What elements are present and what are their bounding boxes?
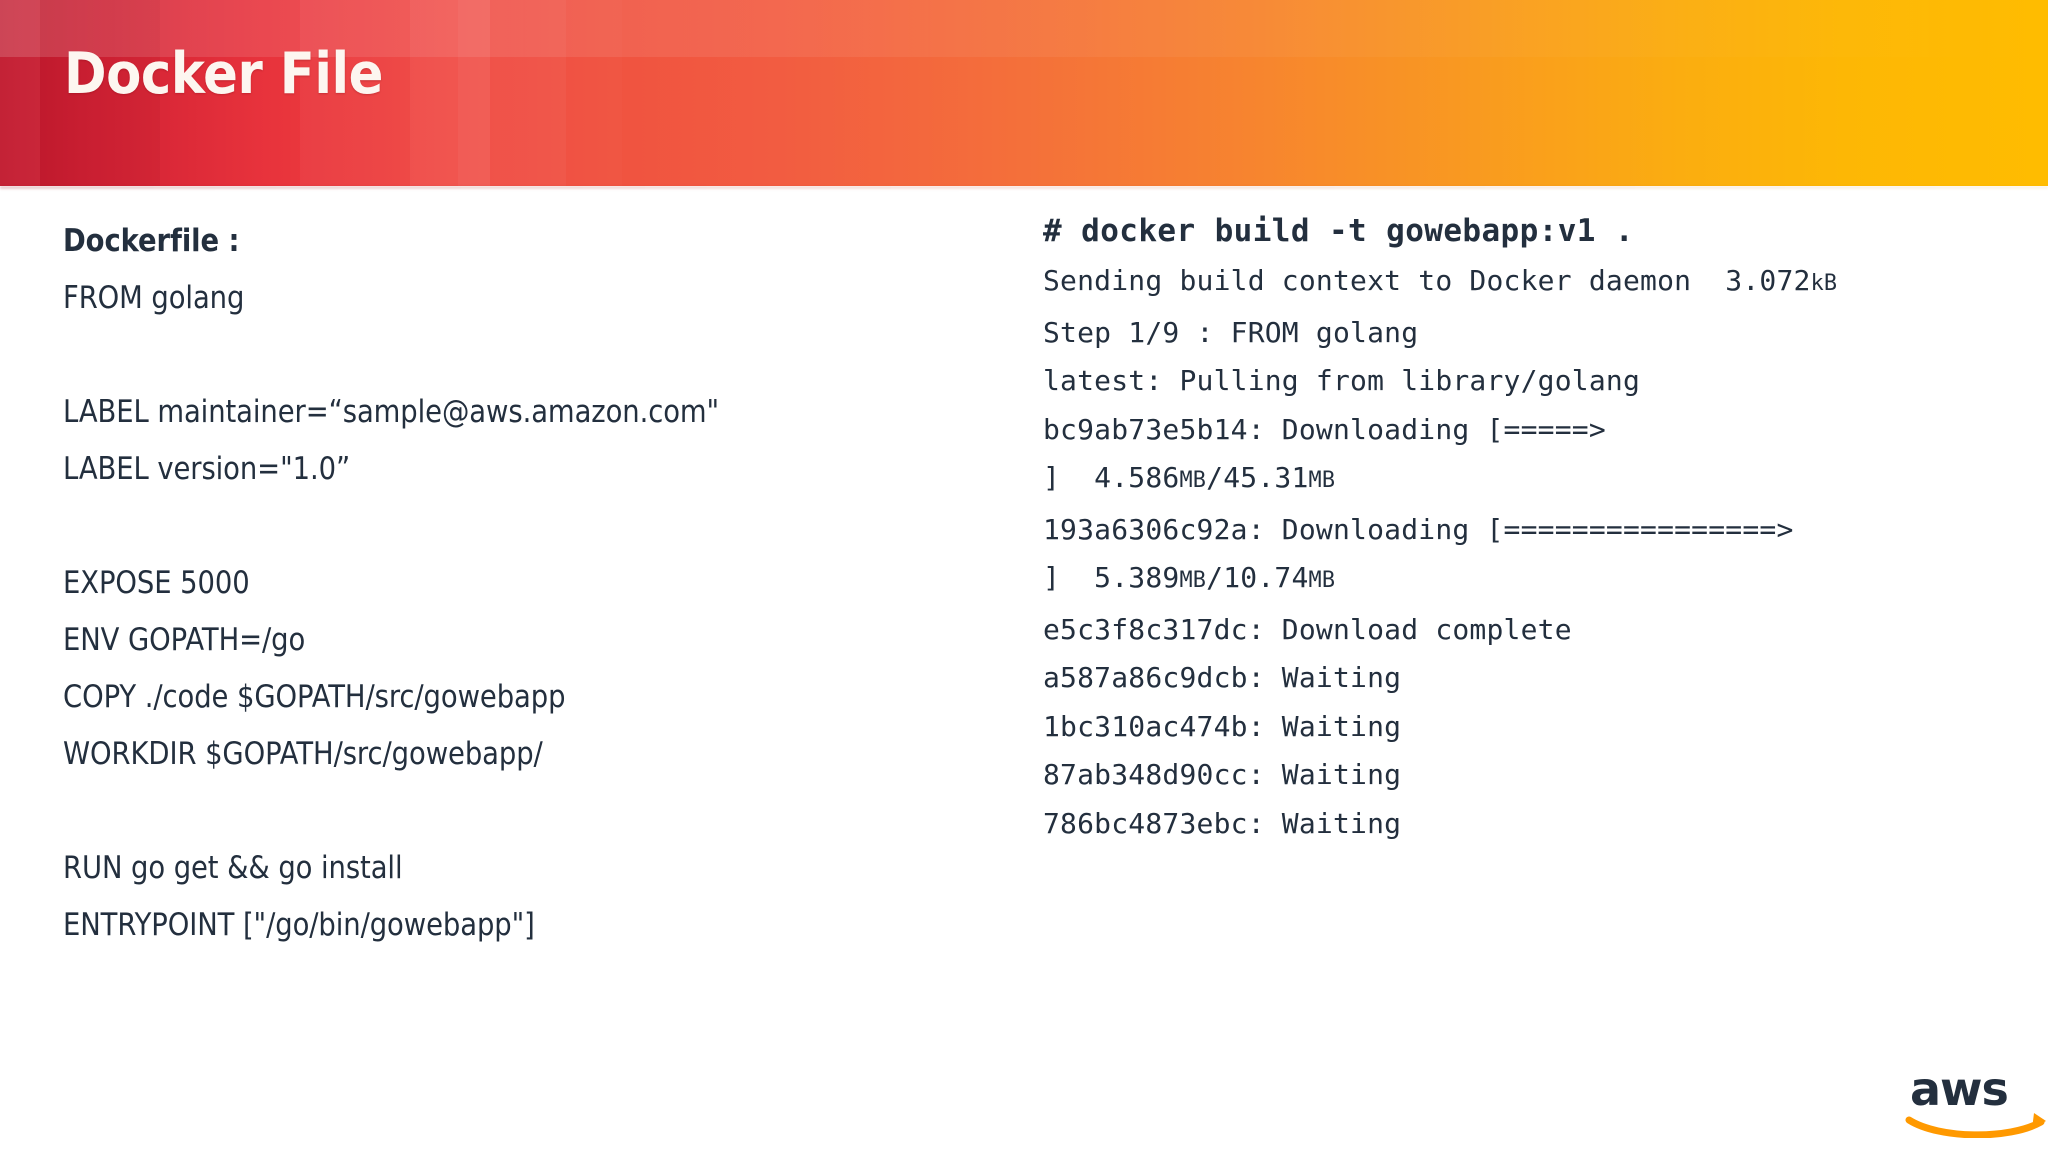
- banner-dropshadow: [0, 186, 2048, 189]
- terminal-line-text: ] 4.586: [1043, 461, 1180, 494]
- aws-wordmark-glyphs: aws: [1910, 1062, 2009, 1116]
- aws-logo: aws: [1904, 1060, 2048, 1138]
- dockerfile-listing: Dockerfile : FROM golang LABEL maintaine…: [63, 213, 783, 954]
- terminal-line: e5c3f8c317dc: Download complete: [1043, 606, 2048, 655]
- dockerfile-line: EXPOSE 5000: [63, 565, 250, 601]
- banner-band: [410, 0, 458, 186]
- terminal-line-text: 193a6306c92a: Downloading [=============…: [1043, 512, 1794, 546]
- banner-band: [0, 0, 40, 186]
- terminal-line-text: /45.31: [1206, 461, 1309, 494]
- terminal-output: # docker build -t gowebapp:v1 . Sending …: [1043, 205, 2048, 848]
- terminal-line: ] 5.389MB/10.74MB: [1043, 554, 2048, 606]
- dockerfile-line: LABEL maintainer=“sample@aws.amazon.com": [63, 394, 720, 430]
- dockerfile-line: WORKDIR $GOPATH/src/gowebapp/: [63, 736, 543, 772]
- dockerfile-line: LABEL version="1.0”: [63, 451, 351, 487]
- dockerfile-line: FROM golang: [63, 280, 245, 316]
- terminal-line: Step 1/9 : FROM golang: [1043, 309, 2048, 358]
- slide-header-banner: Docker File: [0, 0, 2048, 186]
- terminal-unit-suffix: MB: [1308, 568, 1336, 593]
- terminal-line: 87ab348d90cc: Waiting: [1043, 751, 2048, 800]
- terminal-line: Sending build context to Docker daemon 3…: [1043, 257, 2048, 309]
- terminal-line-text: 1bc310ac474b: Waiting: [1043, 709, 1402, 743]
- terminal-output-lines: Sending build context to Docker daemon 3…: [1043, 257, 2048, 848]
- aws-swoosh-icon: [1905, 1113, 2046, 1138]
- terminal-line-text: e5c3f8c317dc: Download complete: [1043, 612, 1572, 646]
- terminal-line: bc9ab73e5b14: Downloading [=====>: [1043, 406, 2048, 455]
- terminal-unit-suffix: MB: [1308, 468, 1336, 493]
- terminal-line-text: /10.74: [1206, 561, 1309, 594]
- dockerfile-blank-line: [63, 498, 700, 555]
- terminal-line: a587a86c9dcb: Waiting: [1043, 654, 2048, 703]
- terminal-line-text: bc9ab73e5b14: Downloading [=====>: [1043, 412, 1606, 446]
- terminal-line: 1bc310ac474b: Waiting: [1043, 703, 2048, 752]
- banner-color-bands: [0, 0, 720, 186]
- terminal-line-text: latest: Pulling from library/golang: [1043, 364, 1641, 397]
- dockerfile-blank-line: [63, 783, 700, 840]
- banner-highlight-strip: [0, 0, 2048, 57]
- svg-text:aws: aws: [1910, 1062, 2008, 1116]
- terminal-unit-suffix: kB: [1810, 271, 1838, 296]
- terminal-line-text: 87ab348d90cc: Waiting: [1043, 758, 1402, 791]
- terminal-line: 786bc4873ebc: Waiting: [1043, 800, 2048, 849]
- dockerfile-blank-line: [63, 327, 700, 384]
- terminal-unit-suffix: MB: [1179, 568, 1207, 593]
- dockerfile-line: ENV GOPATH=/go: [63, 622, 306, 658]
- dockerfile-line: COPY ./code $GOPATH/src/gowebapp: [63, 679, 566, 715]
- page-title: Docker File: [64, 41, 383, 107]
- terminal-line-text: a587a86c9dcb: Waiting: [1043, 661, 1402, 694]
- banner-band: [300, 0, 410, 186]
- terminal-line: ] 4.586MB/45.31MB: [1043, 454, 2048, 506]
- terminal-command: # docker build -t gowebapp:v1 .: [1043, 213, 1634, 249]
- terminal-line-text: Sending build context to Docker daemon 3…: [1043, 264, 1811, 297]
- dockerfile-line: RUN go get && go install: [63, 850, 403, 886]
- terminal-line: 193a6306c92a: Downloading [=============…: [1043, 506, 2048, 555]
- dockerfile-line: ENTRYPOINT ["/go/bin/gowebapp"]: [63, 907, 535, 943]
- terminal-line-text: Step 1/9 : FROM golang: [1043, 315, 1419, 349]
- terminal-line-text: ] 5.389: [1043, 561, 1180, 594]
- dockerfile-heading: Dockerfile :: [63, 223, 240, 259]
- banner-gradient: [0, 0, 2048, 186]
- terminal-line: latest: Pulling from library/golang: [1043, 357, 2048, 406]
- banner-band: [490, 0, 566, 186]
- terminal-unit-suffix: MB: [1179, 468, 1207, 493]
- banner-band: [458, 0, 490, 186]
- terminal-line-text: 786bc4873ebc: Waiting: [1043, 806, 1402, 840]
- dockerfile-lines: FROM golang LABEL maintainer=“sample@aws…: [63, 270, 783, 954]
